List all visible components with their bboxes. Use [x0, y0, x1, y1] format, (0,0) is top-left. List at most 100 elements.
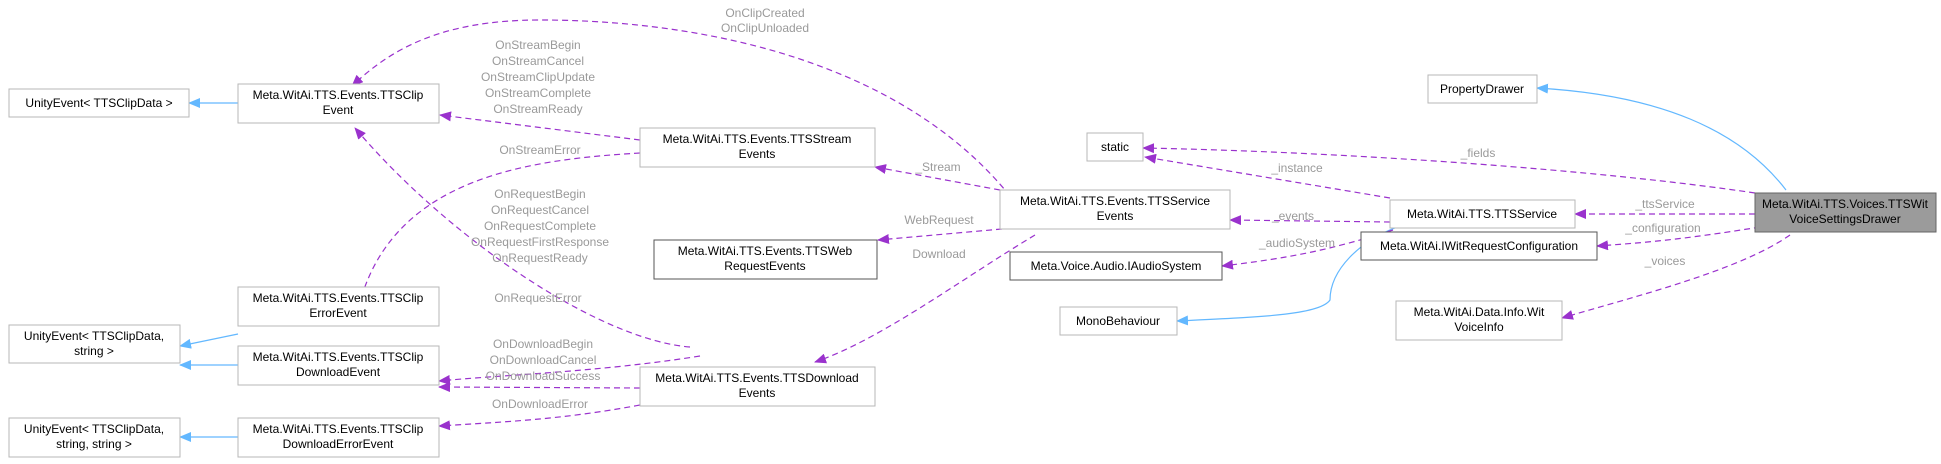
svg-text:Events: Events — [739, 147, 776, 161]
svg-text:OnRequestComplete: OnRequestComplete — [484, 219, 596, 233]
edge-label-line: OnDownloadError — [492, 397, 588, 411]
node-label: ErrorEvent — [309, 306, 367, 320]
svg-text:_fields: _fields — [1460, 146, 1496, 160]
svg-text:_Stream: _Stream — [914, 160, 960, 174]
edge-label-line: OnDownloadSuccess — [486, 369, 601, 383]
svg-text:OnRequestError: OnRequestError — [494, 291, 581, 305]
node-label: Meta.WitAi.TTS.Events.TTSService — [1020, 194, 1210, 208]
node-label: UnityEvent< TTSClipData, — [24, 329, 164, 343]
svg-text:Meta.WitAi.TTS.Events.TTSStrea: Meta.WitAi.TTS.Events.TTSStream — [663, 132, 852, 146]
edge-label-line: _instance — [1270, 161, 1323, 175]
svg-text:_instance: _instance — [1270, 161, 1323, 175]
svg-text:OnStreamBegin: OnStreamBegin — [495, 38, 580, 52]
svg-text:Meta.WitAi.TTS.TTSService: Meta.WitAi.TTS.TTSService — [1407, 207, 1557, 221]
member-edge-download-events — [438, 382, 641, 393]
member-edge-stream-error — [351, 152, 641, 325]
edge-label-line: OnRequestComplete — [484, 219, 596, 233]
node-label: string > — [74, 344, 114, 358]
edge-label-voices: _voices — [1644, 254, 1686, 268]
node-unity-event-clip-data-string-string[interactable]: UnityEvent< TTSClipData, string, string … — [8, 417, 181, 458]
edge-label-tts-service: _ttsService — [1634, 197, 1695, 211]
node-tts-download-events[interactable]: Meta.WitAi.TTS.Events.TTSDownload Events — [639, 366, 876, 407]
edge-label-configuration: _configuration — [1624, 221, 1700, 235]
member-edge-events — [1229, 215, 1391, 226]
svg-text:_voices: _voices — [1644, 254, 1686, 268]
node-label: DownloadEvent — [296, 365, 381, 379]
member-edge-stream — [874, 164, 1001, 191]
node-label: Events — [1097, 209, 1134, 223]
svg-text:Events: Events — [1097, 209, 1134, 223]
svg-text:UnityEvent< TTSClipData,: UnityEvent< TTSClipData, — [24, 329, 164, 343]
node-tts-web-request-events[interactable]: Meta.WitAi.TTS.Events.TTSWeb RequestEven… — [653, 239, 878, 280]
edge-label-line: OnStreamClipUpdate — [481, 70, 595, 84]
edge-label-instance: _instance — [1270, 161, 1323, 175]
svg-text:_ttsService: _ttsService — [1634, 197, 1695, 211]
svg-text:OnRequestReady: OnRequestReady — [492, 251, 587, 265]
node-static[interactable]: static — [1086, 132, 1144, 162]
edge-label-web-request: WebRequest — [904, 213, 974, 227]
node-tts-clip-download-error-event[interactable]: Meta.WitAi.TTS.Events.TTSClip DownloadEr… — [237, 417, 440, 458]
svg-text:OnStreamClipUpdate: OnStreamClipUpdate — [481, 70, 595, 84]
svg-text:OnStreamComplete: OnStreamComplete — [485, 86, 591, 100]
edge-label-line: OnClipUnloaded — [721, 21, 809, 35]
node-label: VoiceSettingsDrawer — [1789, 212, 1900, 226]
node-label: static — [1101, 140, 1129, 154]
node-label: Meta.WitAi.TTS.Events.TTSClip — [253, 422, 424, 436]
node-tts-service[interactable]: Meta.WitAi.TTS.TTSService — [1389, 199, 1576, 229]
svg-text:DownloadErrorEvent: DownloadErrorEvent — [283, 437, 394, 451]
edge-label-request-error: OnRequestError — [494, 291, 581, 305]
node-tts-wit-voice-settings-drawer[interactable]: Meta.WitAi.TTS.Voices.TTSWit VoiceSettin… — [1754, 192, 1937, 233]
svg-text:Meta.WitAi.TTS.Events.TTSServi: Meta.WitAi.TTS.Events.TTSService — [1020, 194, 1210, 208]
svg-text:Meta.WitAi.TTS.Events.TTSWeb: Meta.WitAi.TTS.Events.TTSWeb — [678, 244, 853, 258]
node-iaudio-system[interactable]: Meta.Voice.Audio.IAudioSystem — [1009, 251, 1223, 281]
node-label: Events — [739, 386, 776, 400]
svg-text:Meta.WitAi.TTS.Events.TTSClip: Meta.WitAi.TTS.Events.TTSClip — [253, 88, 424, 102]
node-label: Meta.Voice.Audio.IAudioSystem — [1031, 259, 1202, 273]
node-label: string, string > — [56, 437, 132, 451]
edge-label-events: _events — [1271, 209, 1314, 223]
node-property-drawer[interactable]: PropertyDrawer — [1427, 74, 1538, 104]
member-edge-instance — [1144, 153, 1391, 199]
svg-text:OnStreamError: OnStreamError — [499, 143, 580, 157]
svg-text:ErrorEvent: ErrorEvent — [309, 306, 367, 320]
svg-text:VoiceInfo: VoiceInfo — [1454, 320, 1504, 334]
edge-label-download-events: OnDownloadBegin OnDownloadCancel OnDownl… — [486, 337, 601, 383]
svg-text:Download: Download — [912, 247, 965, 261]
svg-text:OnDownloadError: OnDownloadError — [492, 397, 588, 411]
node-label: Meta.WitAi.TTS.Events.TTSClip — [253, 350, 424, 364]
svg-text:Events: Events — [739, 386, 776, 400]
node-tts-clip-error-event[interactable]: Meta.WitAi.TTS.Events.TTSClip ErrorEvent — [237, 286, 440, 327]
member-edge-stream-to-clip — [439, 111, 641, 141]
node-unity-event-clip-data[interactable]: UnityEvent< TTSClipData > — [8, 88, 190, 118]
edge-label-clip-created: OnClipCreated OnClipUnloaded — [721, 6, 809, 35]
svg-text:string >: string > — [74, 344, 114, 358]
member-edge-voices — [1561, 234, 1791, 320]
node-wit-voice-info[interactable]: Meta.WitAi.Data.Info.Wit VoiceInfo — [1395, 300, 1563, 341]
edge-label-line: OnClipCreated — [725, 6, 804, 20]
edge-label-line: OnRequestBegin — [494, 187, 585, 201]
node-label: MonoBehaviour — [1076, 314, 1160, 328]
node-tts-stream-events[interactable]: Meta.WitAi.TTS.Events.TTSStream Events — [639, 127, 876, 168]
node-tts-service-events[interactable]: Meta.WitAi.TTS.Events.TTSService Events — [999, 189, 1231, 230]
node-label: Meta.WitAi.TTS.Events.TTSStream — [663, 132, 852, 146]
svg-text:PropertyDrawer: PropertyDrawer — [1440, 82, 1524, 96]
edge-label-request-events: OnRequestBegin OnRequestCancel OnRequest… — [471, 187, 609, 265]
node-iwit-request-configuration[interactable]: Meta.WitAi.IWitRequestConfiguration — [1360, 231, 1598, 261]
edge-label-line: _fields — [1460, 146, 1496, 160]
svg-text:_events: _events — [1271, 209, 1314, 223]
svg-text:OnRequestCancel: OnRequestCancel — [491, 203, 589, 217]
edge-label-line: OnStreamBegin — [495, 38, 580, 52]
edge-label-stream-error: OnStreamError — [499, 143, 580, 157]
edge-label-line: OnRequestReady — [492, 251, 587, 265]
edge-label-line: OnRequestFirstResponse — [471, 235, 609, 249]
node-unity-event-clip-data-string[interactable]: UnityEvent< TTSClipData, string > — [8, 324, 181, 364]
node-tts-clip-event[interactable]: Meta.WitAi.TTS.Events.TTSClip Event — [237, 83, 440, 124]
node-mono-behaviour[interactable]: MonoBehaviour — [1059, 306, 1178, 336]
node-label: Meta.WitAi.IWitRequestConfiguration — [1380, 239, 1578, 253]
node-label: Event — [323, 103, 354, 117]
edge-label-line: OnDownloadCancel — [490, 353, 597, 367]
node-label: Meta.WitAi.TTS.Voices.TTSWit — [1762, 197, 1929, 211]
svg-text:OnDownloadBegin: OnDownloadBegin — [493, 337, 593, 351]
node-tts-clip-download-event[interactable]: Meta.WitAi.TTS.Events.TTSClip DownloadEv… — [237, 345, 440, 386]
